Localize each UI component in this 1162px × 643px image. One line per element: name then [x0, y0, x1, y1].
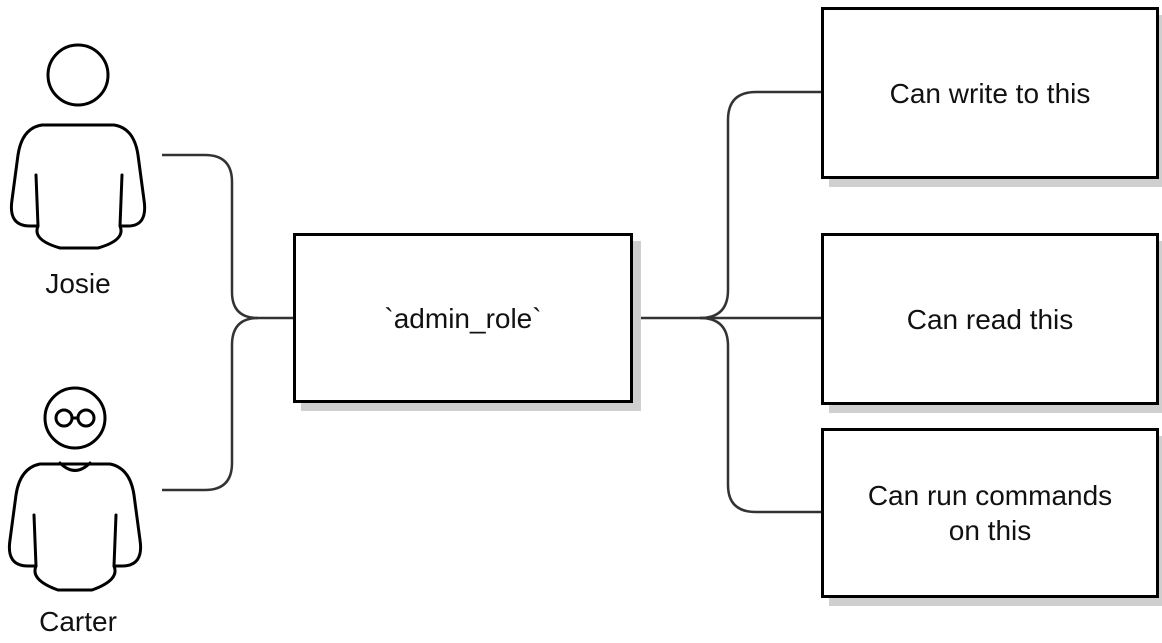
permission-read-label: Can read this [906, 303, 1074, 335]
connector-role-to-run [699, 316, 823, 514]
permission-write-label: Can write to this [889, 77, 1091, 109]
permission-write-box: Can write to this [821, 7, 1159, 179]
josie-person-icon [9, 43, 147, 250]
connector-josie [162, 153, 296, 320]
permission-read-box: Can read this [821, 233, 1159, 405]
connector-role-to-write [632, 90, 823, 320]
permission-run-label: Can run commands on this [867, 480, 1113, 546]
josie-label: Josie [45, 268, 111, 299]
connector-carter [162, 316, 259, 492]
admin-role-label: `admin_role` [384, 302, 542, 334]
permission-run-box: Can run commands on this [821, 428, 1159, 598]
carter-label: Carter [39, 606, 117, 637]
carter-person-with-glasses-icon [7, 386, 143, 592]
admin-role-box: `admin_role` [293, 233, 633, 403]
